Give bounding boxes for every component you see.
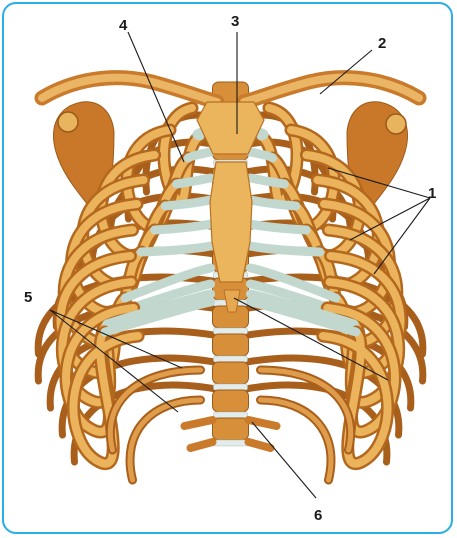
transverse-process	[191, 442, 213, 448]
intervertebral-disc	[214, 412, 248, 418]
intervertebral-disc	[214, 328, 248, 334]
vertebra	[213, 418, 249, 440]
label-6: 6	[314, 507, 322, 524]
label-1: 1	[428, 185, 436, 202]
transverse-process	[249, 442, 271, 448]
floating-rib-outline	[261, 400, 331, 480]
intervertebral-disc	[214, 440, 248, 446]
figure-frame: 3 2 4 1 5 6	[2, 2, 453, 534]
costal-cartilage	[251, 200, 296, 206]
vertebra	[213, 362, 249, 384]
floating-rib	[130, 400, 200, 480]
label-3: 3	[231, 13, 239, 30]
rib-cage-diagram: 3 2 4 1 5 6	[4, 4, 453, 534]
label-4: 4	[119, 17, 128, 34]
floating-rib	[261, 400, 331, 480]
label-5: 5	[24, 289, 32, 306]
intervertebral-disc	[214, 356, 248, 362]
costal-cartilage	[251, 152, 273, 158]
costal-cartilage	[251, 178, 285, 184]
floating-rib-outline	[130, 400, 200, 480]
costal-cartilage	[177, 178, 211, 184]
transverse-process	[185, 420, 213, 426]
vertebra	[213, 390, 249, 412]
label-2: 2	[378, 35, 386, 52]
costal-cartilage	[165, 200, 210, 206]
vertebra	[213, 334, 249, 356]
intervertebral-disc	[214, 384, 248, 390]
costal-cartilage	[188, 152, 210, 158]
